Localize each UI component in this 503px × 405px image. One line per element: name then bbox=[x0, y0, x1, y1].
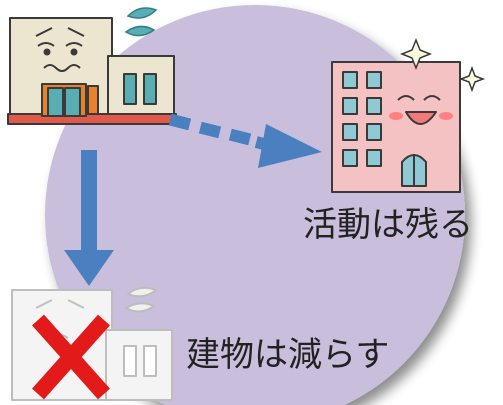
label-activity-remains: 活動は残る bbox=[303, 205, 473, 245]
cross-mark-icon bbox=[32, 314, 110, 400]
dashed-arrow bbox=[168, 113, 322, 168]
cheek-right bbox=[439, 112, 453, 120]
down-arrow bbox=[64, 150, 114, 286]
happy-building-icon bbox=[331, 61, 461, 193]
label-buildings-reduced: 建物は減らす bbox=[186, 335, 390, 375]
sweat-drop-icon bbox=[124, 7, 158, 37]
sparkle-icon bbox=[399, 37, 486, 93]
cheek-left bbox=[389, 112, 403, 120]
